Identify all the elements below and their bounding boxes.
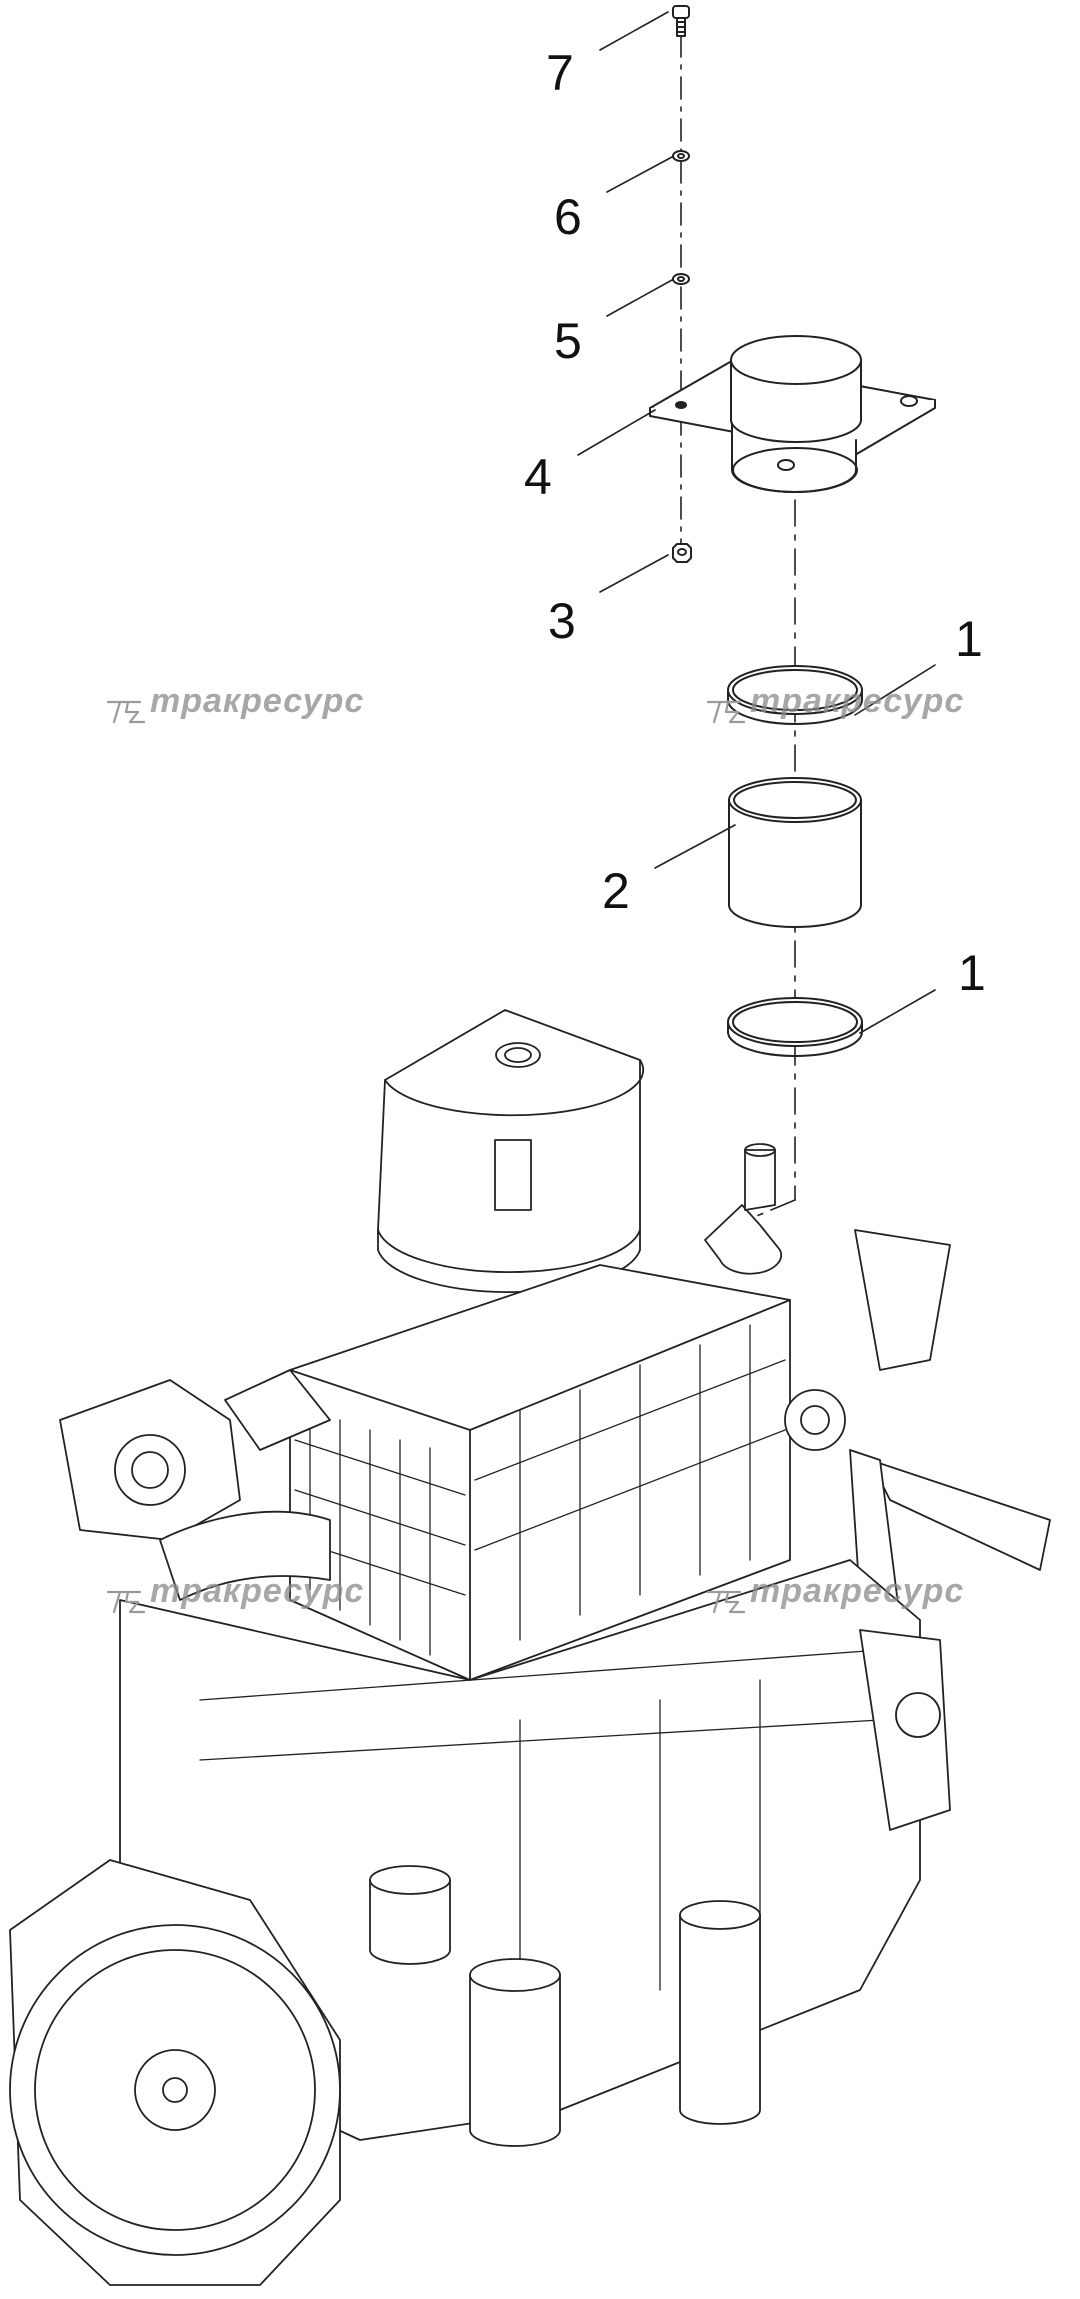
callout-1-lower: 1 (958, 945, 986, 1001)
nut-part-3 (672, 543, 692, 563)
callout-7: 7 (546, 45, 574, 101)
watermark: тракресурс (750, 682, 965, 720)
callout-6: 6 (554, 189, 582, 245)
callout-4: 4 (524, 449, 552, 505)
sleeve-part-2 (728, 777, 862, 928)
callout-5: 5 (554, 313, 582, 369)
clamp-ring-part-1-lower (727, 997, 863, 1057)
watermark: тракресурс (150, 1572, 365, 1610)
spring-washer-part-6 (672, 150, 690, 162)
watermark-logo-marks (106, 700, 746, 1614)
engine-assembly (9, 1009, 1051, 2286)
flanged-pipe-part-4 (649, 335, 936, 493)
bolt-part-7 (672, 5, 690, 37)
watermark: тракресурс (750, 1572, 965, 1610)
callout-2: 2 (602, 863, 630, 919)
clamp-ring-part-1-upper (727, 665, 863, 725)
callout-1-upper: 1 (955, 611, 983, 667)
watermark: тракресурс (150, 682, 365, 720)
callout-3: 3 (548, 593, 576, 649)
washer-part-5 (672, 273, 690, 285)
leader-lines (577, 11, 936, 1034)
